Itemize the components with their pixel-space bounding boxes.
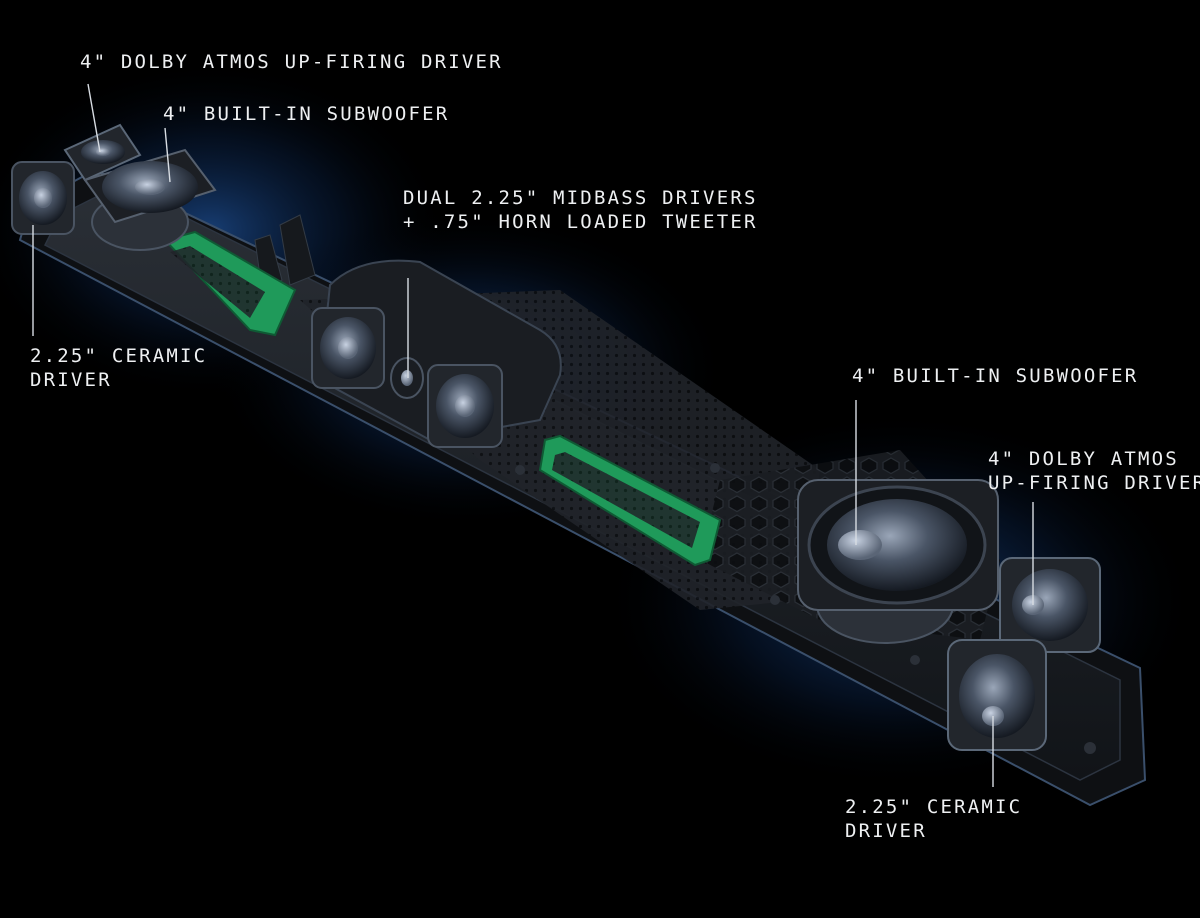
callout-ceramic-left-line-2: DRIVER: [30, 369, 112, 391]
callout-atmos-right-line-1: 4" DOLBY ATMOS: [988, 448, 1179, 470]
callout-leader-lines: [32, 83, 1034, 787]
callout-subwoofer-right-line-1: 4" BUILT-IN SUBWOOFER: [852, 365, 1139, 387]
right-ceramic-driver: [947, 639, 1047, 751]
callout-ceramic-right-line-1: 2.25" CERAMIC: [845, 796, 1023, 818]
callout-atmos-right-line-2: UP-FIRING DRIVER: [988, 472, 1200, 494]
left-subwoofer: [83, 148, 217, 251]
midbass-driver-right: [427, 364, 503, 448]
callout-ceramic-left: 2.25" CERAMIC DRIVER: [30, 344, 207, 392]
callout-atmos-right: 4" DOLBY ATMOS UP-FIRING DRIVER: [988, 447, 1200, 495]
callout-center-line-2: + .75" HORN LOADED TWEETER: [403, 211, 758, 233]
left-atmos-driver: [63, 123, 142, 182]
callout-ceramic-right-line-2: DRIVER: [845, 820, 927, 842]
callout-center-drivers: DUAL 2.25" MIDBASS DRIVERS + .75" HORN L…: [403, 186, 758, 234]
leader-sub-left: [164, 127, 171, 183]
left-ceramic-driver: [11, 161, 75, 235]
callout-ceramic-left-line-1: 2.25" CERAMIC: [30, 345, 208, 367]
leader-atmos-left: [87, 83, 101, 153]
amplifier-board-right: [538, 434, 722, 567]
callout-subwoofer-left: 4" BUILT-IN SUBWOOFER: [163, 102, 449, 126]
callout-atmos-left: 4" DOLBY ATMOS UP-FIRING DRIVER: [80, 50, 503, 74]
midbass-driver-left: [311, 307, 385, 389]
callout-subwoofer-left-line-1: 4" BUILT-IN SUBWOOFER: [163, 103, 450, 125]
right-atmos-driver: [999, 557, 1101, 653]
horn-tweeter: [390, 357, 424, 399]
callout-ceramic-right: 2.25" CERAMIC DRIVER: [845, 795, 1022, 843]
callout-center-line-1: DUAL 2.25" MIDBASS DRIVERS: [403, 187, 758, 209]
right-subwoofer: [797, 479, 999, 644]
callout-atmos-left-line-1: 4" DOLBY ATMOS UP-FIRING DRIVER: [80, 51, 503, 73]
amplifier-board-left: [163, 230, 297, 337]
callout-subwoofer-right: 4" BUILT-IN SUBWOOFER: [852, 364, 1138, 388]
